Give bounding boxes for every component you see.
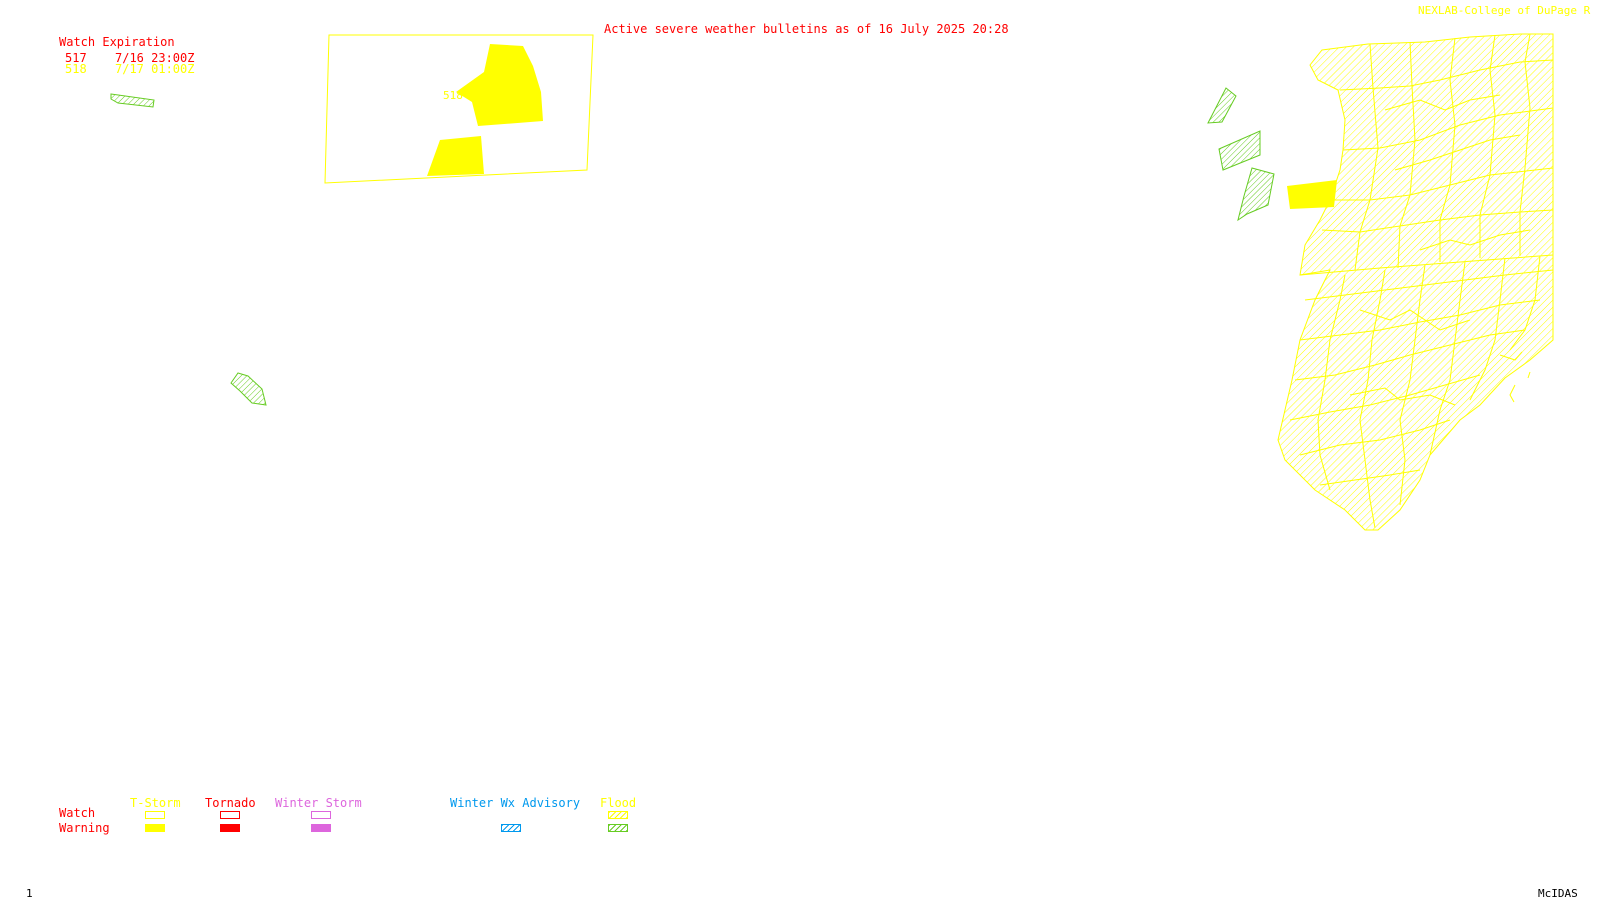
- flood-watch-swatch: [608, 811, 628, 819]
- tstorm-watch-outline: [324, 34, 594, 184]
- winter-wx-advisory-swatch: [501, 824, 521, 832]
- legend-winter-wx-advisory-label: Winter Wx Advisory: [450, 796, 581, 810]
- watch-expires: 7/17 01:00Z: [115, 62, 195, 76]
- legend-row-watch: Watch: [59, 806, 96, 820]
- flood-warning-swatch: [608, 824, 628, 832]
- flood-warning-polygon: [1218, 130, 1261, 171]
- tstorm-warning-swatch: [145, 824, 165, 832]
- flood-warning-polygon: [1237, 167, 1275, 222]
- credit-label: NEXLAB-College of DuPage R: [1418, 4, 1590, 18]
- coastal-islands: [1499, 351, 1531, 403]
- winter-storm-watch-swatch: [311, 811, 331, 819]
- legend-tstorm-label: T-Storm: [130, 796, 181, 810]
- flood-warning-polygon: [110, 93, 155, 108]
- map-watch-label: 518: [443, 89, 463, 102]
- tstorm-warning-polygon: [427, 136, 484, 176]
- tornado-watch-swatch: [220, 811, 240, 819]
- tstorm-warning-polygon: [1287, 180, 1337, 209]
- tornado-warning-swatch: [220, 824, 240, 832]
- watch-expires: 7/16 23:00Z: [115, 51, 195, 65]
- flood-watch-region: [1277, 33, 1554, 531]
- tstorm-watch-swatch: [145, 811, 165, 819]
- winter-storm-warning-swatch: [311, 824, 331, 832]
- watch-expiration-heading: Watch Expiration: [59, 35, 175, 49]
- legend-tornado-label: Tornado: [205, 796, 256, 810]
- software-label: McIDAS: [1538, 887, 1578, 900]
- tstorm-warning-polygon: [456, 44, 543, 126]
- flood-warning-polygon: [230, 372, 267, 406]
- watch-number: 517: [65, 51, 87, 65]
- legend-flood-label: Flood: [600, 796, 637, 810]
- credit-text: NEXLAB-College of DuPage: [1418, 4, 1577, 17]
- flood-warning-polygon: [1207, 87, 1237, 124]
- frame-number: 1: [26, 887, 33, 900]
- bulletin-title: Active severe weather bulletins as of 16…: [604, 22, 1009, 36]
- watch-number: 518: [65, 62, 87, 76]
- legend-row-warning: Warning: [59, 821, 110, 835]
- legend-winter-storm-label: Winter Storm: [275, 796, 362, 810]
- credit-mark: R: [1583, 4, 1591, 17]
